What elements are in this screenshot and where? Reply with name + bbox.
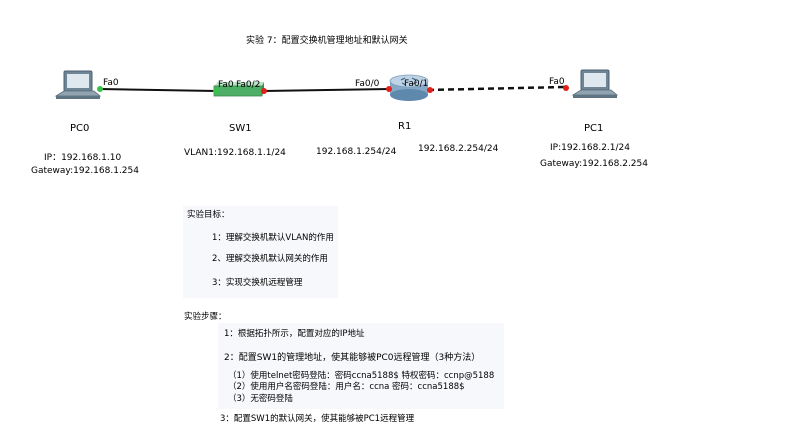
link-pc0-sw1: [99, 88, 217, 92]
pc1-laptop-icon[interactable]: [571, 69, 619, 98]
port-label-r1-fa0-1: Fa0/1: [404, 79, 429, 89]
port-label-pc1-fa0: Fa0: [549, 77, 565, 87]
port-label-r1-fa0-0: Fa0/0: [355, 79, 380, 89]
r1-name: R1: [398, 121, 412, 132]
step-item: 1：根据拓扑所示，配置对应的IP地址: [224, 329, 365, 339]
port-label-sw1-fa0-2: Fa0/2: [236, 80, 261, 90]
goal-item: 1：理解交换机默认VLAN的作用: [212, 233, 334, 243]
sw1-vlan: VLAN1:192.168.1.1/24: [184, 148, 286, 158]
sw1-name: SW1: [229, 123, 252, 134]
step-subitem: （2）使用用户名密码登陆：用户名：ccna 密码：ccna5188$: [228, 382, 465, 392]
port-indicator-r1-fa0-0: [386, 86, 392, 92]
port-indicator-sw1-fa0-2: [261, 88, 267, 94]
pc0-ip: IP：192.168.1.10: [44, 153, 122, 163]
pc1-ip: IP:192.168.2.1/24: [550, 143, 630, 153]
r1-router-icon[interactable]: [389, 74, 429, 101]
steps-heading: 实验步骤：: [184, 312, 227, 322]
port-label-sw1-fa0-1: Fa0: [218, 80, 234, 90]
port-indicator-r1-fa0-1: [427, 87, 433, 93]
diagram-title: 实验 7：配置交换机管理地址和默认网关: [246, 36, 408, 46]
pc0-laptop-icon[interactable]: [54, 70, 102, 99]
steps-panel: 1：根据拓扑所示，配置对应的IP地址 2：配置SW1的管理地址，使其能够被PC0…: [218, 323, 504, 409]
r1-ip-left: 192.168.1.254/24: [316, 147, 397, 157]
step-subitem: （3）无密码登陆: [228, 394, 293, 404]
r1-ip-right: 192.168.2.254/24: [418, 144, 499, 154]
link-sw1-r1: [263, 88, 391, 92]
step-item: 3：配置SW1的默认网关，使其能够被PC1远程管理: [220, 414, 415, 424]
goals-heading: 实验目标：: [187, 210, 230, 220]
goal-item: 3：实现交换机远程管理: [212, 278, 303, 288]
step-item: 2：配置SW1的管理地址，使其能够被PC0远程管理（3种方法）: [224, 353, 481, 363]
pc1-name: PC1: [584, 123, 604, 134]
goals-panel: 实验目标： 1：理解交换机默认VLAN的作用 2、理解交换机默认网关的作用 3：…: [183, 206, 338, 298]
link-r1-pc1: [427, 85, 566, 92]
port-indicator-sw1-fa0-1: [213, 88, 219, 94]
pc0-gateway: Gateway:192.168.1.254: [31, 166, 139, 176]
goal-item: 2、理解交换机默认网关的作用: [212, 254, 328, 264]
port-indicator-pc0-fa0: [97, 86, 103, 92]
port-indicator-pc1-fa0: [563, 85, 569, 91]
port-label-pc0-fa0: Fa0: [103, 78, 119, 88]
pc0-name: PC0: [70, 123, 90, 134]
pc1-gateway: Gateway:192.168.2.254: [540, 159, 648, 169]
step-subitem: （1）使用telnet密码登陆：密码ccna5188$ 特权密码：ccnp@51…: [228, 371, 495, 381]
